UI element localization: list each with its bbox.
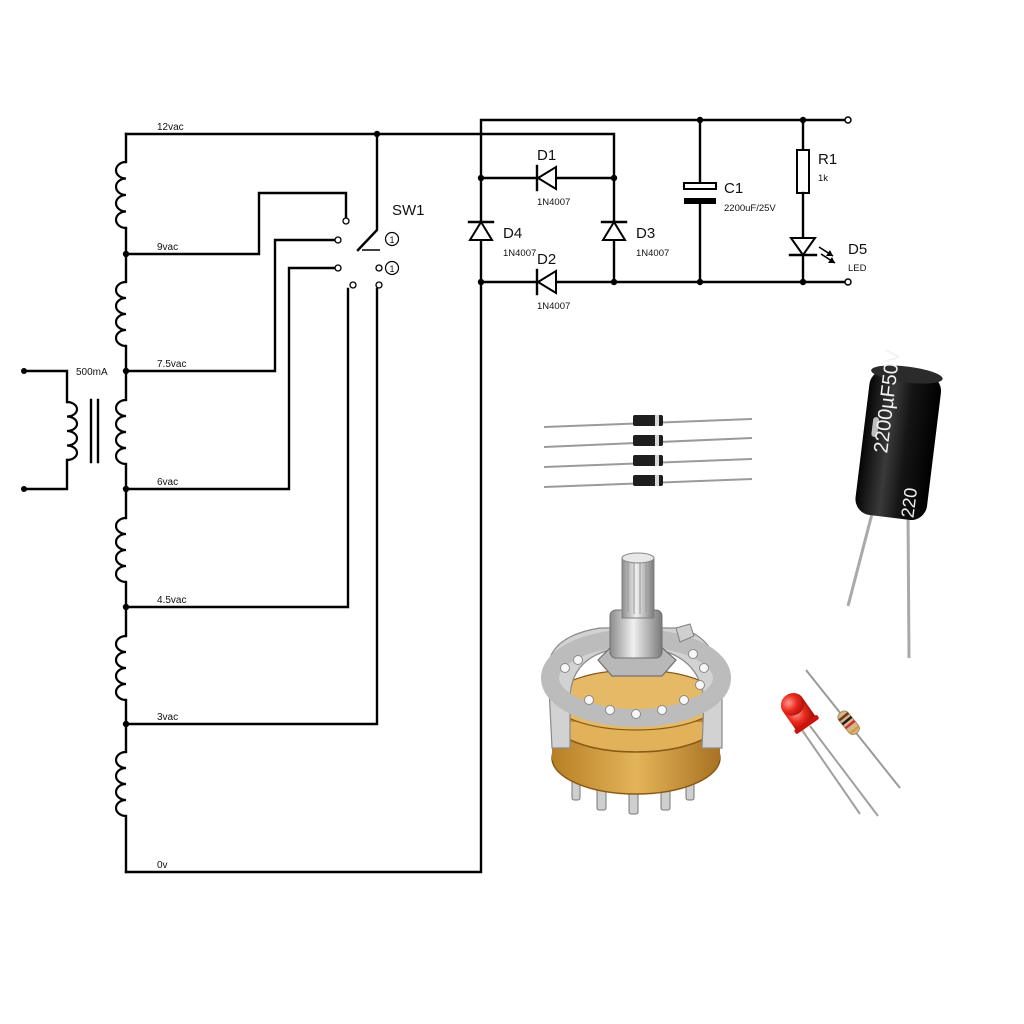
tap-label-12vac: 12vac (157, 122, 184, 133)
switch-pole-mark-2: 1 (389, 264, 394, 274)
diodes-photo (543, 415, 753, 488)
diode-d4-ref: D4 (503, 225, 522, 242)
led-d5-value: LED (848, 263, 867, 274)
tap-label-6vac: 6vac (157, 477, 178, 488)
transformer-secondary (114, 132, 130, 874)
diode-d2-value: 1N4007 (537, 301, 570, 312)
diode-d4-value: 1N4007 (503, 248, 536, 259)
resistor-r1-value: 1k (818, 173, 828, 184)
capacitor-c1-ref: C1 (724, 180, 743, 197)
diode-d1-symbol (535, 164, 557, 192)
capacitor-c1-value: 2200uF/25V (724, 203, 776, 214)
tap-label-0v: 0v (157, 860, 168, 871)
switch-ref: SW1 (392, 202, 425, 219)
rotary-switch-photo (541, 552, 731, 815)
bridge-rectifier (373, 116, 852, 286)
transformer-rating: 500mA (76, 367, 108, 378)
tap-wires (124, 132, 483, 874)
rotary-switch-symbol (334, 132, 400, 289)
diode-d4-symbol (467, 220, 495, 241)
capacitor-photo-marking-2: 220 (898, 487, 922, 519)
diode-d1-value: 1N4007 (537, 197, 570, 208)
resistor-r1-ref: R1 (818, 151, 837, 168)
resistor-r1-symbol (796, 118, 810, 240)
led-d5-symbol (788, 237, 836, 284)
capacitor-c1-symbol (683, 118, 717, 284)
diode-d3-ref: D3 (636, 225, 655, 242)
tap-label-7-5vac: 7.5vac (157, 359, 186, 370)
diode-d3-symbol (600, 220, 628, 241)
led-resistor-photo (780, 669, 901, 817)
diode-d3-value: 1N4007 (636, 248, 669, 259)
diode-d1-ref: D1 (537, 147, 556, 164)
tap-label-3vac: 3vac (157, 712, 178, 723)
switch-pole-mark-1: 1 (389, 235, 394, 245)
tap-label-9vac: 9vac (157, 242, 178, 253)
led-d5-ref: D5 (848, 241, 867, 258)
diode-d2-ref: D2 (537, 251, 556, 268)
diode-d2-symbol (535, 268, 557, 296)
tap-label-4-5vac: 4.5vac (157, 595, 186, 606)
capacitor-photo: 2200µF50V 220 (846, 348, 943, 659)
transformer-primary (21, 368, 100, 492)
